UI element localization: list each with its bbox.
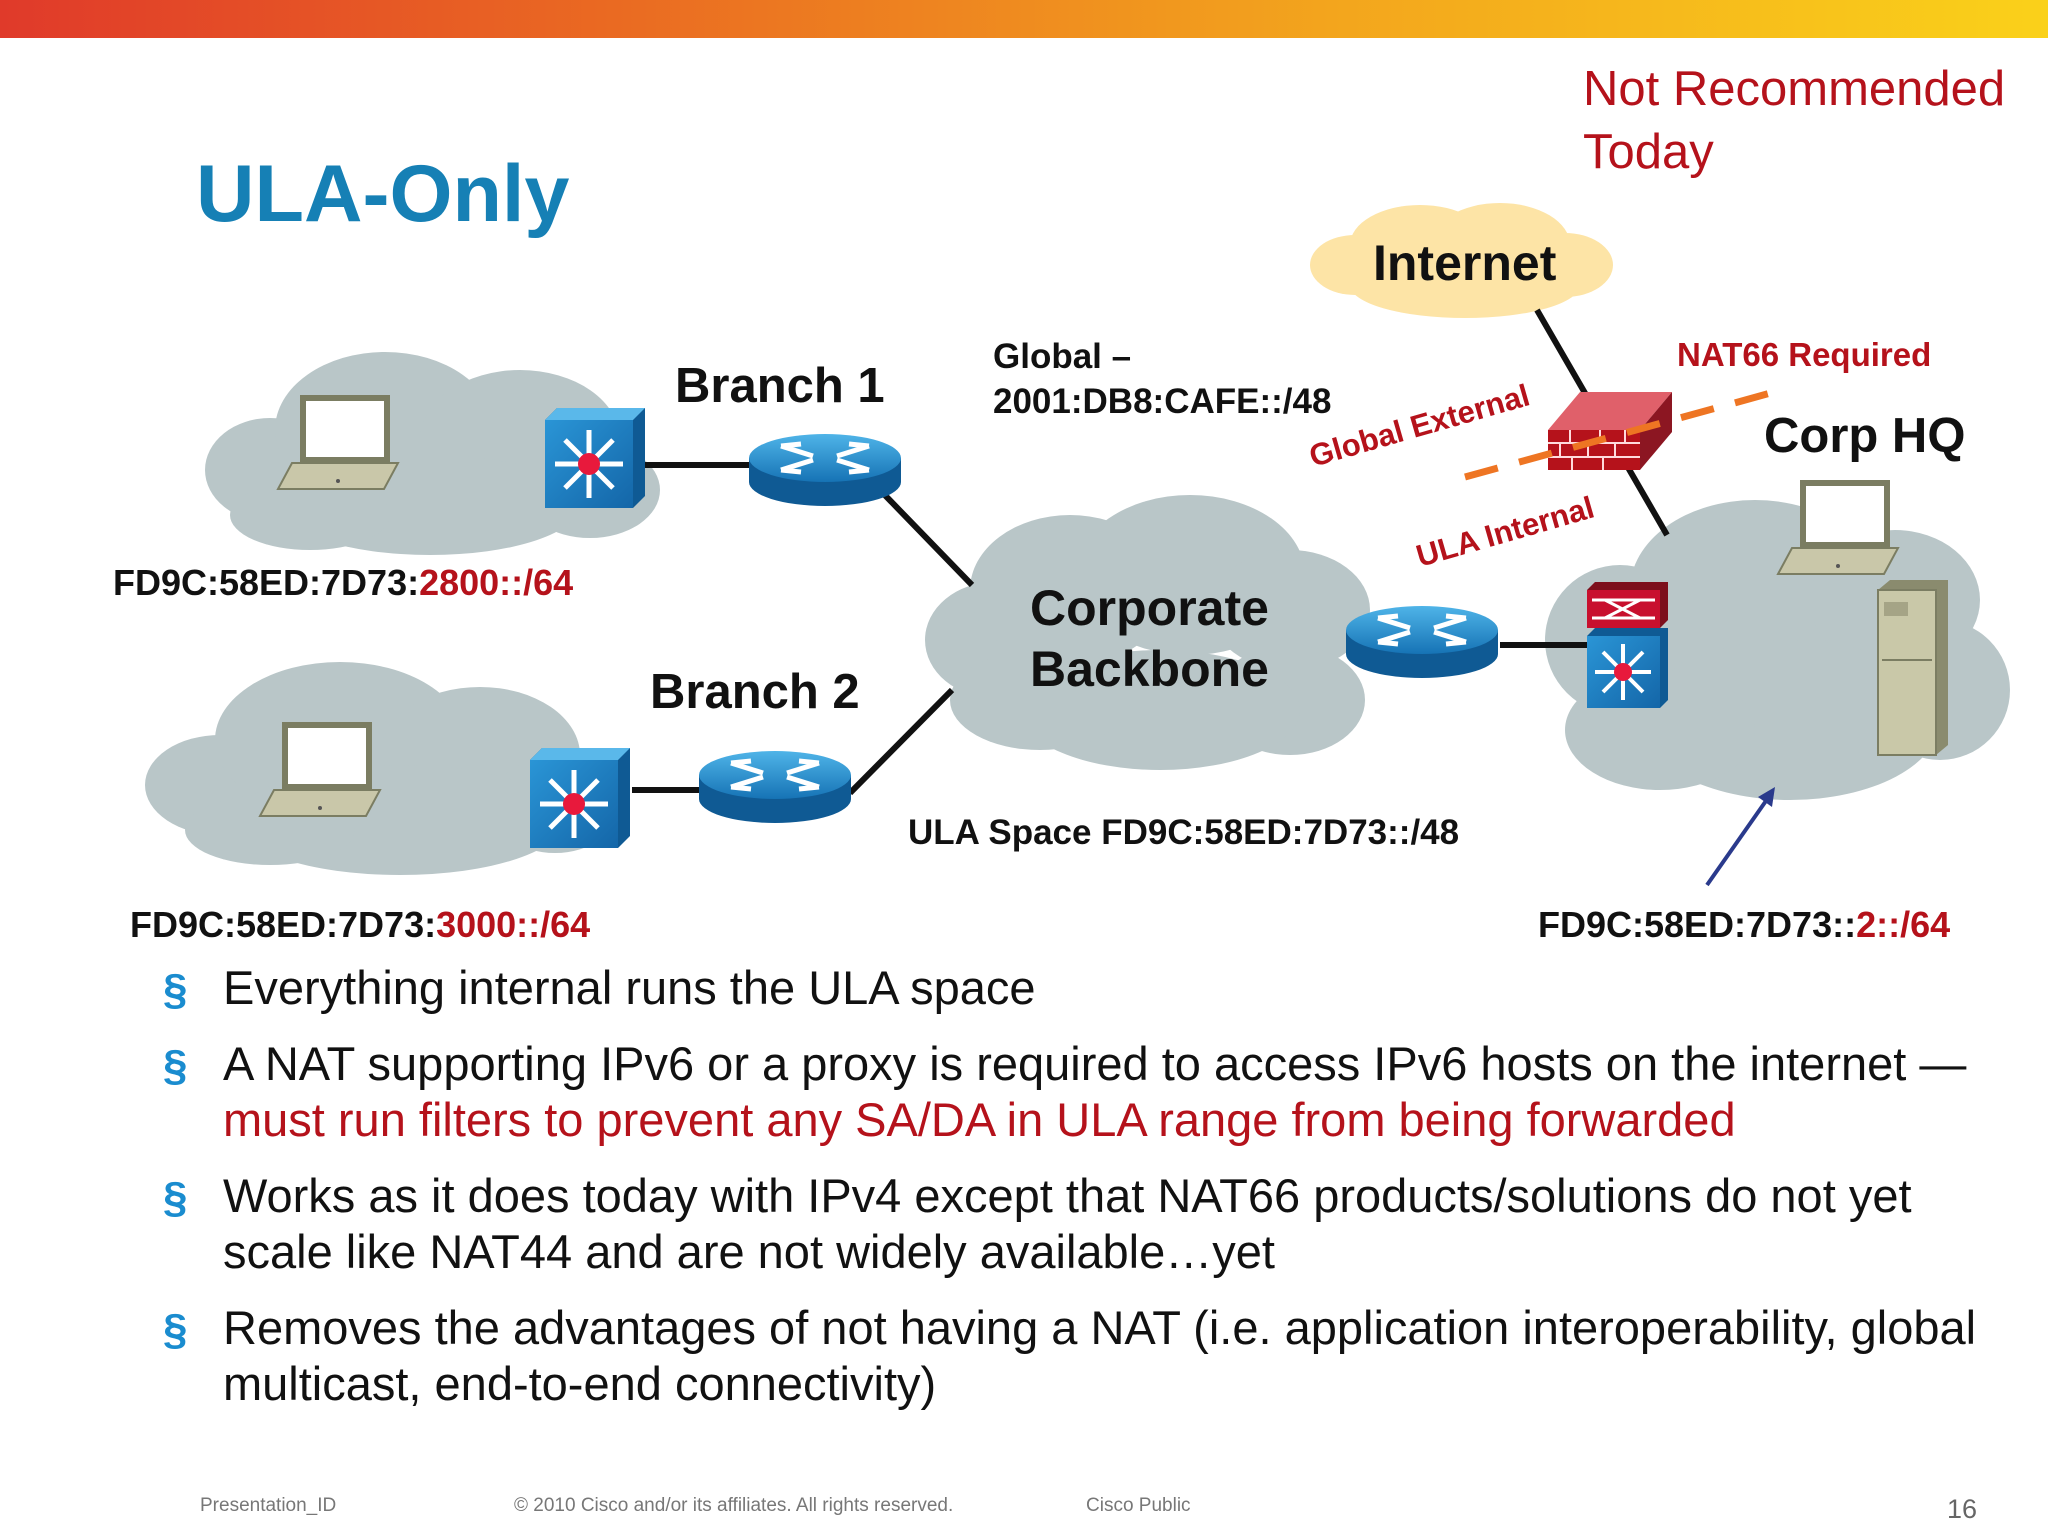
internet-cloud [1310, 203, 1613, 318]
internet-label: Internet [1373, 235, 1557, 291]
footer-classification: Cisco Public [1086, 1495, 1191, 1516]
branch2-router-icon [699, 751, 851, 823]
bullet-marker: § [163, 1173, 188, 1222]
nat66-required-label: NAT66 Required [1677, 336, 1932, 373]
ula-internal-label: ULA Internal [1412, 490, 1598, 574]
firewall-icon [1548, 392, 1672, 470]
bullet-item: § A NAT supporting IPv6 or a proxy is re… [160, 1036, 2000, 1148]
branch2-switch-icon [530, 748, 630, 848]
branch1-switch-icon [545, 408, 645, 508]
hq-prefix: FD9C:58ED:7D73::2::/64 [1538, 904, 1950, 946]
branch2-prefix: FD9C:58ED:7D73:3000::/64 [130, 904, 590, 946]
global-external-label: Global External [1305, 377, 1533, 473]
bullet-item: § Everything internal runs the ULA space [160, 960, 2000, 1016]
server-icon [1877, 580, 1948, 756]
bullet-4-text: Removes the advantages of not having a N… [223, 1301, 1977, 1410]
backbone-label-line-2: Backbone [1030, 641, 1269, 697]
bullet-marker: § [163, 1305, 188, 1354]
page-number: 16 [1947, 1494, 1978, 1524]
backbone-cloud [925, 495, 1370, 770]
global-prefix-label: Global – 2001:DB8:CAFE::/48 [993, 334, 1331, 424]
branch1-prefix-subnet: 2800::/64 [419, 562, 574, 603]
bullet-list: § Everything internal runs the ULA space… [160, 960, 2000, 1432]
hq-switch-icon [1587, 582, 1668, 708]
hq-prefix-subnet: 2::/64 [1856, 904, 1951, 945]
branch2-prefix-subnet: 3000::/64 [436, 904, 591, 945]
bullet-marker: § [163, 965, 188, 1014]
bullet-1-text: Everything internal runs the ULA space [223, 961, 1036, 1014]
not-recommended-line-1: Not Recommended [1583, 62, 2006, 116]
branch2-label: Branch 2 [650, 665, 860, 719]
bullet-item: § Works as it does today with IPv4 excep… [160, 1168, 2000, 1280]
hq-prefix-arrow [1705, 787, 1775, 887]
backbone-label-line-1: Corporate [1030, 580, 1269, 636]
branch1-prefix-base: FD9C:58ED:7D73: [113, 562, 420, 603]
branch2-cloud [145, 662, 620, 875]
footer-copyright: © 2010 Cisco and/or its affiliates. All … [514, 1495, 954, 1516]
bullet-3-text: Works as it does today with IPv4 except … [223, 1169, 1912, 1278]
links [632, 308, 1670, 796]
top-gradient-bar [0, 0, 2048, 38]
global-prefix-line-1: Global – [993, 337, 1132, 376]
backbone-label: Corporate Backbone [1030, 578, 1269, 700]
branch1-label: Branch 1 [675, 359, 885, 413]
branch2-prefix-base: FD9C:58ED:7D73: [130, 904, 437, 945]
link-branch1-backbone [875, 485, 975, 588]
footer-presentation-id: Presentation_ID [200, 1495, 337, 1516]
hq-prefix-base: FD9C:58ED:7D73:: [1538, 904, 1857, 945]
backbone-router-icon [1346, 606, 1498, 678]
bullet-item: § Removes the advantages of not having a… [160, 1300, 2000, 1412]
global-prefix-line-2: 2001:DB8:CAFE::/48 [993, 382, 1332, 421]
bullet-2-highlight: must run filters to prevent any SA/DA in… [223, 1093, 1736, 1146]
not-recommended-line-2: Today [1583, 125, 1714, 179]
not-recommended-note: Not Recommended Today [1583, 58, 2005, 184]
bullet-marker: § [163, 1041, 188, 1090]
branch1-router-icon [749, 434, 901, 506]
branch1-prefix: FD9C:58ED:7D73:2800::/64 [113, 562, 573, 604]
link-branch2-backbone [847, 687, 955, 796]
slide-title: ULA-Only [196, 149, 570, 239]
bullet-2-text: A NAT supporting IPv6 or a proxy is requ… [223, 1037, 1967, 1090]
ula-space-label: ULA Space FD9C:58ED:7D73::/48 [908, 813, 1460, 852]
corp-hq-label: Corp HQ [1764, 409, 1966, 463]
